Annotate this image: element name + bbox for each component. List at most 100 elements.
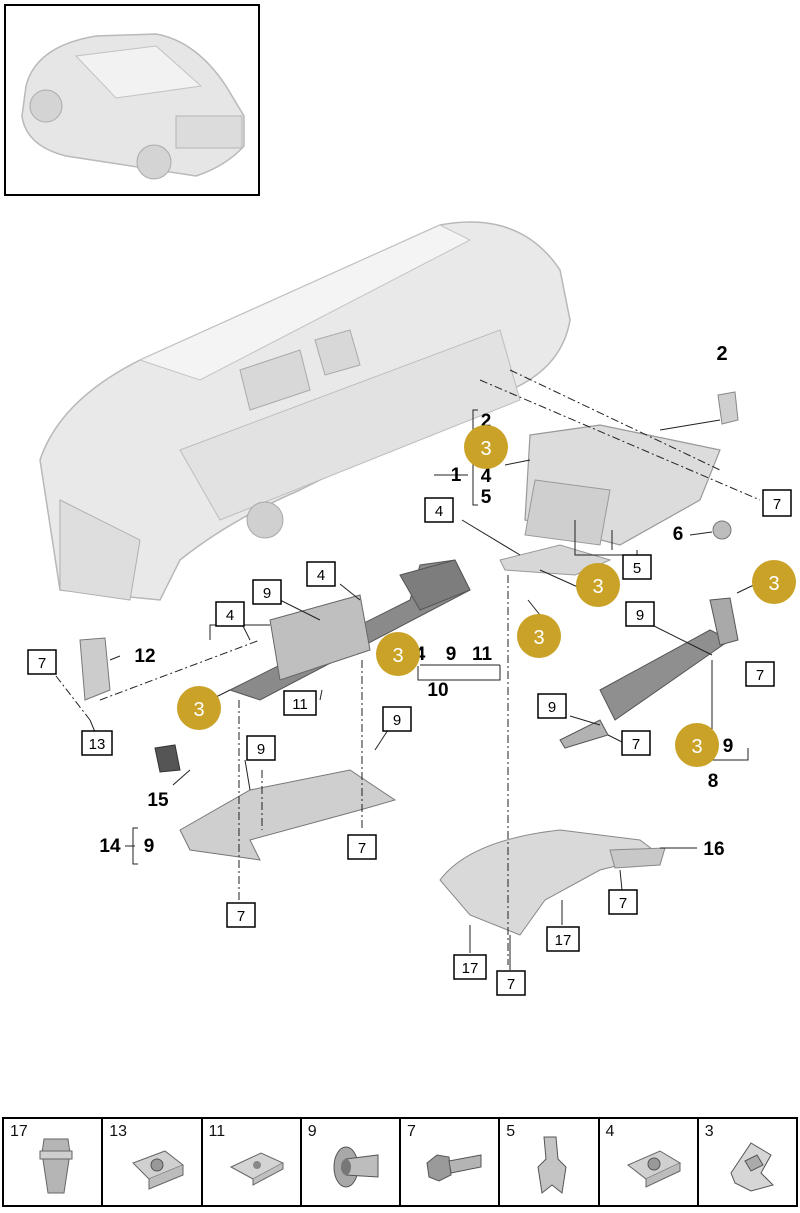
legend-number: 4 bbox=[605, 1123, 615, 1140]
callout-box-7-b: 7 bbox=[27, 649, 57, 675]
svg-text:3: 3 bbox=[768, 573, 779, 595]
callout-box-4-c: 4 bbox=[215, 601, 245, 627]
callout-5-bracket: 5 bbox=[481, 487, 492, 508]
legend-cell-13: 13 bbox=[103, 1119, 203, 1205]
legend-cell-17: 17 bbox=[4, 1119, 104, 1205]
callouts: 2 1 2 4 5 6 9 11 4 10 12 9 8 15 14 9 16 … bbox=[27, 343, 796, 996]
callout-8: 8 bbox=[708, 771, 719, 792]
footwell-panel bbox=[439, 829, 666, 936]
callout-box-17-a: 17 bbox=[546, 926, 580, 952]
legend-number: 17 bbox=[10, 1123, 28, 1140]
svg-text:3: 3 bbox=[691, 736, 702, 758]
lower-bracket bbox=[79, 637, 397, 861]
svg-text:7: 7 bbox=[507, 976, 515, 993]
svg-text:3: 3 bbox=[193, 699, 204, 721]
svg-text:9: 9 bbox=[636, 607, 644, 624]
center-trim-panel bbox=[228, 559, 471, 701]
svg-text:9: 9 bbox=[257, 741, 265, 758]
svg-text:4: 4 bbox=[435, 503, 443, 520]
svg-text:7: 7 bbox=[756, 667, 764, 684]
svg-text:5: 5 bbox=[633, 560, 641, 577]
callout-14: 14 bbox=[99, 836, 121, 857]
svg-text:7: 7 bbox=[773, 496, 781, 513]
callout-6: 6 bbox=[673, 524, 684, 545]
svg-text:13: 13 bbox=[89, 736, 106, 753]
callout-9-h: 9 bbox=[144, 836, 155, 857]
legend-cell-9: 9 bbox=[302, 1119, 401, 1205]
dashboard-assembly bbox=[39, 221, 571, 601]
callout-gold-3-f: 3 bbox=[675, 723, 719, 767]
callout-gold-3-g: 3 bbox=[177, 686, 221, 730]
svg-text:3: 3 bbox=[480, 438, 491, 460]
legend-cell-11: 11 bbox=[203, 1119, 302, 1205]
clip-nut-icon bbox=[132, 1150, 185, 1190]
legend-number: 13 bbox=[109, 1123, 128, 1140]
svg-text:7: 7 bbox=[632, 736, 640, 753]
callout-2-top: 2 bbox=[716, 343, 727, 365]
exploded-parts-diagram: 2 1 2 4 5 6 9 11 4 10 12 9 8 15 14 9 16 … bbox=[27, 221, 796, 996]
clip-nut-icon bbox=[626, 1150, 681, 1188]
callout-4-d: 4 bbox=[415, 644, 426, 665]
svg-text:4: 4 bbox=[226, 607, 234, 624]
callout-box-7-a: 7 bbox=[762, 489, 792, 517]
callout-9-b: 9 bbox=[446, 644, 457, 665]
legend-number: 7 bbox=[407, 1123, 416, 1140]
svg-text:9: 9 bbox=[393, 712, 401, 729]
legend-cell-4: 4 bbox=[600, 1119, 699, 1205]
callout-box-9-a: 9 bbox=[252, 579, 282, 605]
svg-text:17: 17 bbox=[462, 960, 479, 977]
svg-text:9: 9 bbox=[263, 585, 271, 602]
svg-text:7: 7 bbox=[237, 908, 245, 925]
callout-box-9-d: 9 bbox=[537, 693, 567, 719]
callout-box-11: 11 bbox=[283, 690, 317, 716]
speed-nut-icon bbox=[229, 1152, 284, 1186]
callout-box-9-c: 9 bbox=[625, 601, 655, 627]
expanding-nut-icon bbox=[39, 1138, 73, 1194]
callout-box-13: 13 bbox=[81, 730, 113, 756]
svg-text:17: 17 bbox=[555, 932, 572, 949]
spring-clip-icon bbox=[537, 1136, 567, 1194]
callout-box-17-b: 17 bbox=[453, 954, 487, 980]
expanding-rivet-icon bbox=[333, 1146, 379, 1188]
callout-15: 15 bbox=[147, 790, 169, 811]
callout-gold-3-b: 3 bbox=[576, 563, 620, 607]
callout-1: 1 bbox=[451, 465, 462, 486]
legend-cell-3: 3 bbox=[699, 1119, 796, 1205]
svg-text:7: 7 bbox=[619, 895, 627, 912]
callout-10: 10 bbox=[427, 680, 448, 701]
callout-box-7-c: 7 bbox=[745, 661, 775, 687]
callout-box-7-f: 7 bbox=[608, 889, 638, 915]
callout-gold-3-d: 3 bbox=[517, 614, 561, 658]
callout-gold-3-e: 3 bbox=[376, 632, 420, 676]
legend-number: 9 bbox=[307, 1123, 317, 1140]
callout-box-7-g: 7 bbox=[226, 902, 256, 928]
legend-cell-5: 5 bbox=[500, 1119, 600, 1205]
callout-2-bracket: 2 bbox=[481, 411, 492, 432]
knee-trim-panel bbox=[559, 597, 739, 749]
svg-text:3: 3 bbox=[592, 576, 603, 598]
legend-number: 5 bbox=[506, 1123, 516, 1140]
svg-text:3: 3 bbox=[392, 645, 403, 667]
callout-11-a: 11 bbox=[472, 644, 493, 665]
callout-4-bracket: 4 bbox=[481, 466, 492, 487]
legend-cell-7: 7 bbox=[401, 1119, 501, 1205]
parts-legend-strip: 17 13 11 9 7 5 4 3 bbox=[2, 1117, 798, 1207]
glove-box-assembly bbox=[499, 391, 739, 576]
callout-box-7-h: 7 bbox=[496, 970, 526, 996]
svg-text:4: 4 bbox=[317, 567, 325, 584]
svg-text:3: 3 bbox=[533, 627, 544, 649]
legend-number: 3 bbox=[704, 1123, 714, 1140]
callout-box-7-d: 7 bbox=[621, 730, 651, 756]
callout-16: 16 bbox=[703, 839, 724, 860]
legend-number: 11 bbox=[208, 1123, 226, 1140]
callout-9-e: 9 bbox=[723, 736, 734, 757]
callout-box-5: 5 bbox=[622, 554, 652, 580]
callout-box-4-a: 4 bbox=[424, 497, 454, 523]
leader-lines bbox=[55, 369, 761, 970]
svg-text:11: 11 bbox=[292, 696, 308, 713]
callout-gold-3-a: 3 bbox=[464, 425, 508, 469]
callout-box-4-b: 4 bbox=[306, 561, 336, 587]
hex-bolt-icon bbox=[426, 1154, 482, 1182]
callout-box-9-g: 9 bbox=[246, 735, 276, 761]
svg-text:7: 7 bbox=[358, 840, 366, 857]
